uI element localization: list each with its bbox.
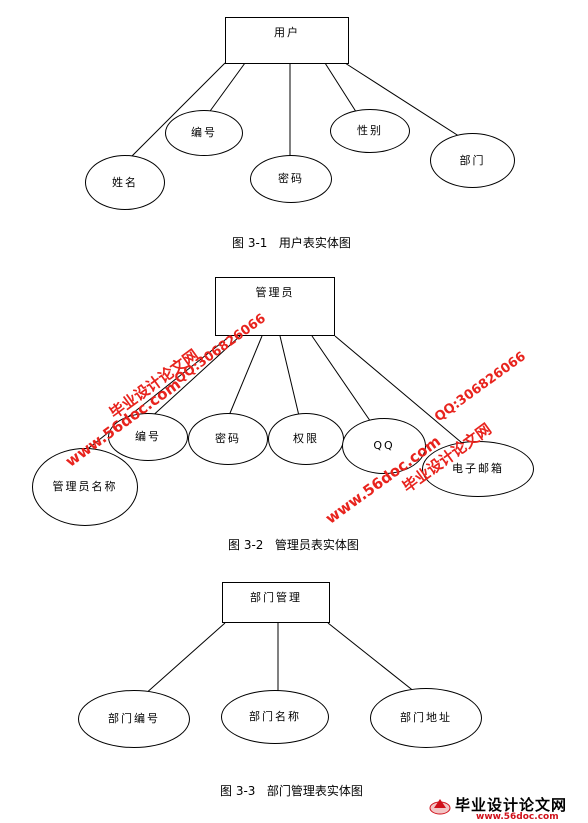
entity-department: 部门管理: [222, 582, 330, 623]
figure-caption-1: 图 3-1 用户表实体图: [232, 236, 351, 250]
attr-dept-number: 部门编号: [78, 690, 190, 748]
entity-admin: 管理员: [215, 277, 335, 336]
entity-department-label: 部门管理: [250, 591, 302, 604]
attr-user-name: 姓名: [85, 155, 165, 210]
attr-user-number: 编号: [165, 110, 243, 156]
attr-user-department: 部门: [430, 133, 515, 188]
attr-admin-permission: 权限: [268, 413, 344, 465]
attr-admin-name: 管理员名称: [32, 448, 138, 526]
attr-user-password: 密码: [250, 155, 332, 203]
attr-admin-qq: QQ: [342, 418, 426, 474]
figure-caption-3: 图 3-3 部门管理表实体图: [220, 784, 363, 798]
entity-admin-label: 管理员: [255, 286, 295, 299]
attr-admin-email: 电子邮箱: [422, 441, 534, 497]
entity-user: 用户: [225, 17, 349, 64]
attr-user-gender: 性别: [330, 109, 410, 153]
logo-url: www.56doc.com: [476, 812, 559, 822]
logo-name: 毕业设计论文网: [455, 796, 568, 814]
attr-admin-number: 编号: [108, 413, 188, 461]
logo-icon: [429, 799, 451, 815]
attr-dept-name: 部门名称: [221, 690, 329, 744]
figure-caption-2: 图 3-2 管理员表实体图: [228, 538, 359, 552]
entity-user-label: 用户: [274, 26, 300, 39]
attr-admin-password: 密码: [188, 413, 268, 465]
attr-dept-address: 部门地址: [370, 688, 482, 748]
